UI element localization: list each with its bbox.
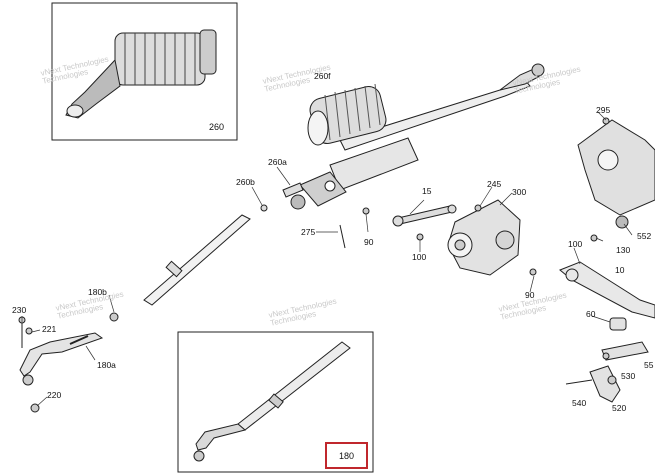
part-label-55: 55	[644, 360, 654, 370]
rack-housing	[290, 137, 419, 210]
part-label-260a: 260a	[268, 157, 287, 167]
part-label-100-left: 100	[412, 252, 427, 262]
column-bracket	[577, 117, 655, 242]
tie-rod-180	[193, 341, 351, 462]
part-label-90-left: 90	[364, 237, 374, 247]
part-label-540: 540	[572, 398, 587, 408]
inset-frame-top	[51, 2, 238, 141]
leader-lines	[21, 111, 633, 407]
part-label-260f: 260f	[314, 71, 331, 81]
part-label-245: 245	[487, 179, 502, 189]
part-label-10: 10	[615, 265, 625, 275]
part-label-100-right: 100	[568, 239, 583, 249]
small-bolts-center	[339, 204, 537, 276]
part-label-180b: 180b	[88, 287, 107, 297]
part-label-552: 552	[637, 231, 652, 241]
part-label-260b: 260b	[236, 177, 255, 187]
part-label-60: 60	[586, 309, 596, 319]
steering-column	[559, 261, 655, 319]
inner-tie-rod	[143, 214, 251, 306]
part-label-260: 260	[209, 122, 225, 132]
part-label-230: 230	[12, 305, 27, 315]
inset-frame-bottom	[177, 331, 374, 473]
part-label-180: 180	[338, 450, 355, 461]
intermediate-shaft	[392, 204, 457, 227]
part-label-221: 221	[42, 324, 57, 334]
part-label-520: 520	[612, 403, 627, 413]
part-label-295: 295	[596, 105, 611, 115]
tie-rod-end-left	[19, 332, 104, 386]
bellows-boot	[307, 83, 387, 146]
highlighted-part-180[interactable]: 180	[325, 442, 368, 469]
part-label-180a: 180a	[97, 360, 116, 370]
part-label-275: 275	[301, 227, 316, 237]
part-label-220: 220	[47, 390, 62, 400]
part-label-90-right: 90	[525, 290, 535, 300]
steering-rack-tube	[339, 63, 545, 151]
part-label-15: 15	[422, 186, 432, 196]
small-fittings	[260, 182, 304, 212]
part-label-530: 530	[621, 371, 636, 381]
lower-right-parts	[565, 317, 649, 403]
part-label-130: 130	[616, 245, 631, 255]
power-steering-unit	[447, 199, 521, 276]
part-label-300: 300	[512, 187, 527, 197]
inset-rack-assembly	[65, 29, 217, 119]
